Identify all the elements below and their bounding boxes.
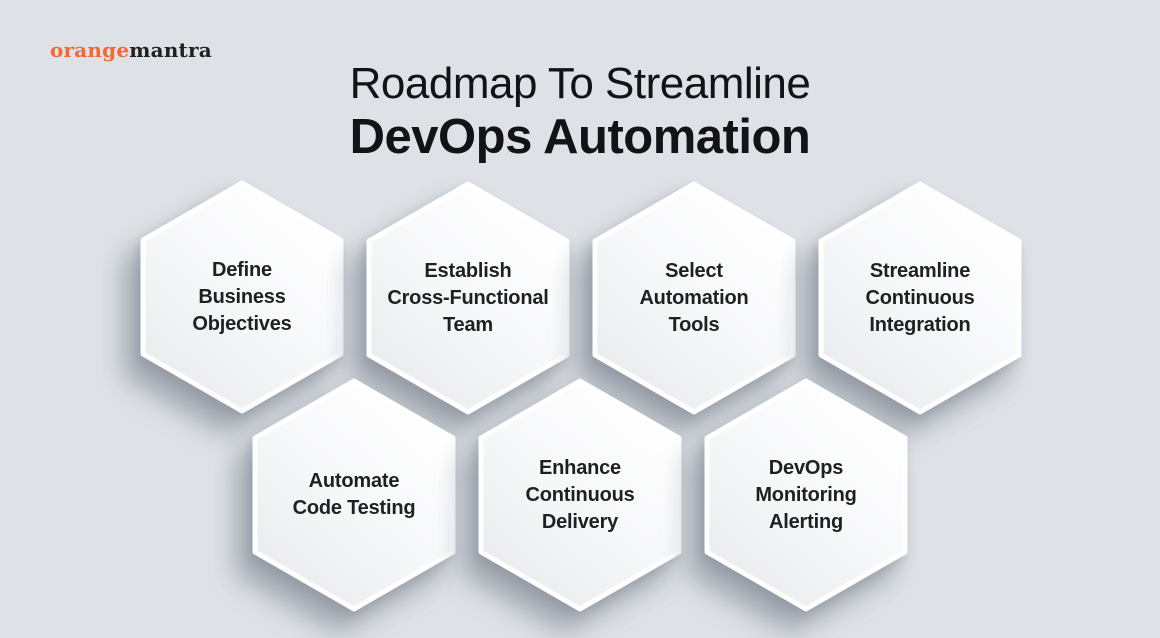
hexagon-devops-monitoring-alerting: DevOps Monitoring Alerting [704,378,908,612]
hexagon-label: Select Automation Tools [639,259,749,336]
brand-logo: orangemantra [50,38,212,62]
hexagon-automate-code-testing: Automate Code Testing [252,378,456,612]
hexagon-shape [592,181,796,415]
hexagon-define-business-objectives: Define Business Objectives [140,180,344,414]
hexagon-label: Streamline Continuous Integration [865,259,975,336]
page-title-line1: Roadmap To Streamline [349,59,811,108]
hexagon-label: Define Business Objectives [192,258,292,335]
hexagon-shape [478,378,682,612]
hexagon-shape [366,181,570,415]
hexagon-shape [252,378,456,612]
hexagon-label: Automate Code Testing [292,470,416,519]
hexagon-label: Enhance Continuous Delivery [525,456,635,533]
hexagon-enhance-continuous-delivery: Enhance Continuous Delivery [478,378,682,612]
brand-logo-orange-part: orange [50,38,130,62]
hexagon-shape [704,378,908,612]
page-title: Roadmap To Streamline DevOps Automation [0,58,1160,165]
hexagon-label: DevOps Monitoring Alerting [755,456,857,533]
hexagon-select-automation-tools: Select Automation Tools [592,181,796,415]
hexagon-streamline-continuous-integration: Streamline Continuous Integration [818,181,1022,415]
hexagon-establish-cross-functional-team: Establish Cross-Functional Team [366,181,570,415]
brand-logo-dark-part: mantra [129,38,212,62]
hexagon-shape [818,181,1022,415]
page-title-line2: DevOps Automation [349,110,811,164]
hexagon-shape [140,180,344,414]
hexagon-label: Establish Cross-Functional Team [387,259,549,336]
